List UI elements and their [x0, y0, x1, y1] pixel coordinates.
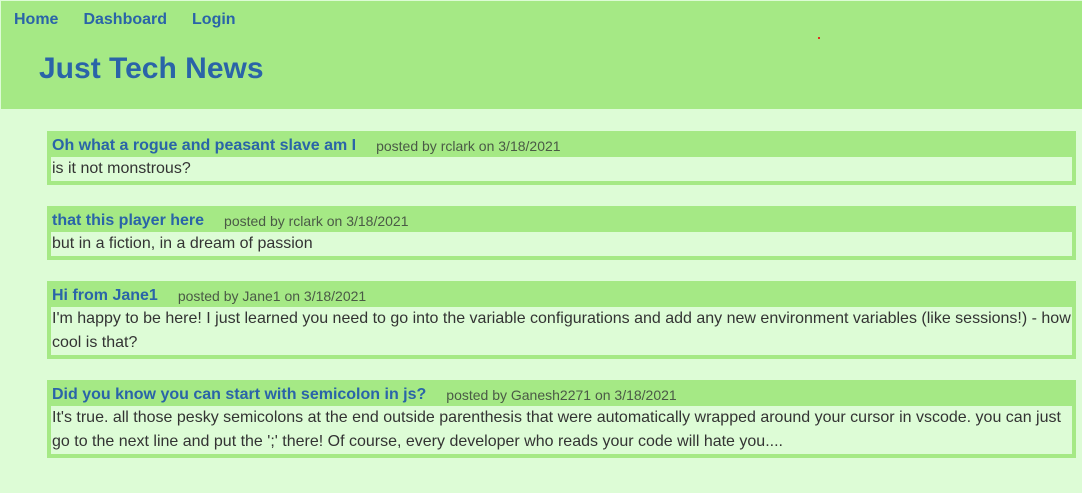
post-card: Did you know you can start with semicolo…	[47, 380, 1076, 458]
site-header: Home Dashboard Login Just Tech News	[1, 1, 1082, 109]
post-header: Oh what a rogue and peasant slave am I p…	[51, 135, 1072, 157]
post-meta: posted by rclark on 3/18/2021	[224, 213, 409, 229]
post-title-link[interactable]: Oh what a rogue and peasant slave am I	[52, 137, 357, 154]
post-header: Hi from Jane1 posted by Jane1 on 3/18/20…	[51, 285, 1072, 307]
post-body: I'm happy to be here! I just learned you…	[51, 307, 1072, 355]
main-nav: Home Dashboard Login	[14, 11, 261, 29]
stray-dot	[818, 37, 820, 39]
post-card: Hi from Jane1 posted by Jane1 on 3/18/20…	[47, 281, 1076, 359]
post-header: Did you know you can start with semicolo…	[51, 384, 1072, 406]
nav-login-link[interactable]: Login	[192, 11, 236, 28]
post-title-link[interactable]: Did you know you can start with semicolo…	[52, 386, 427, 403]
post-header: that this player here posted by rclark o…	[51, 210, 1072, 232]
nav-home-link[interactable]: Home	[14, 11, 59, 28]
post-title-link[interactable]: that this player here	[52, 212, 205, 229]
post-meta: posted by Jane1 on 3/18/2021	[177, 288, 367, 304]
post-card: Oh what a rogue and peasant slave am I p…	[47, 131, 1076, 185]
nav-dashboard-link[interactable]: Dashboard	[83, 11, 168, 28]
post-body: but in a fiction, in a dream of passion	[51, 232, 1072, 256]
post-body: is it not monstrous?	[51, 157, 1072, 181]
post-card: that this player here posted by rclark o…	[47, 206, 1076, 260]
post-body: It's true. all those pesky semicolons at…	[51, 406, 1072, 454]
site-title[interactable]: Just Tech News	[39, 52, 264, 85]
post-list: Oh what a rogue and peasant slave am I p…	[47, 131, 1076, 479]
post-meta: posted by Ganesh2271 on 3/18/2021	[446, 387, 677, 403]
post-title-link[interactable]: Hi from Jane1	[52, 287, 158, 304]
post-meta: posted by rclark on 3/18/2021	[376, 138, 561, 154]
